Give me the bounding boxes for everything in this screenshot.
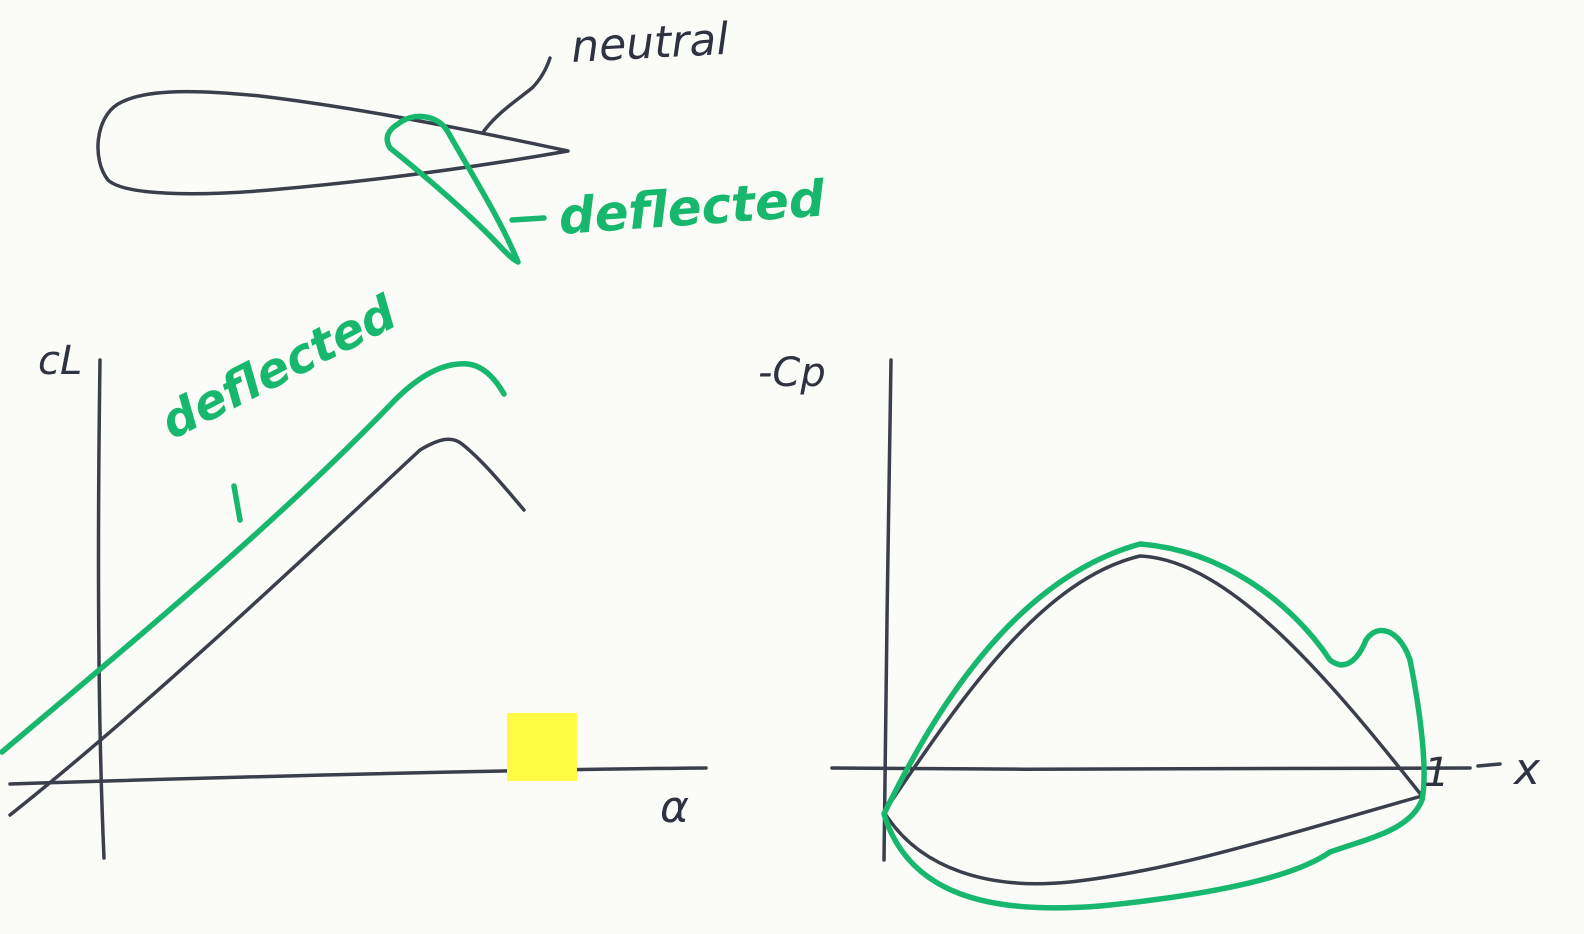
x-axis-dash: [1476, 762, 1502, 768]
highlight-marker: [507, 713, 577, 781]
x-axis-label: x: [1512, 744, 1541, 795]
alpha-axis-label: α: [660, 782, 689, 833]
neutral-cp-curve: [882, 554, 1424, 886]
alpha-axis-horizontal: [8, 766, 708, 786]
neutral-cl-curve: [8, 437, 526, 817]
neutral-leader-line: [482, 56, 552, 133]
airfoil-outline: [96, 89, 570, 196]
x-one-label: 1: [1424, 750, 1449, 796]
neutral-label: neutral: [570, 14, 731, 73]
airfoil-sketch: neutral deflected: [96, 14, 828, 265]
cp-axis-vertical: [882, 358, 893, 862]
deflected-cl-curve: [0, 361, 507, 755]
deflected-leader-line: [509, 215, 547, 223]
cp-distribution-plot: -Cp 1 x: [758, 350, 1541, 911]
cl-axis-label: cL: [38, 338, 82, 384]
cl-axis-vertical: [96, 358, 106, 860]
deflected-cp-curve: [881, 541, 1427, 911]
deflected-flap-outline: [384, 113, 521, 265]
cl-alpha-plot: cL α deflected: [0, 284, 708, 860]
x-axis-horizontal: [830, 766, 1472, 772]
deflected-label-top: deflected: [557, 169, 828, 246]
cp-axis-label: -Cp: [758, 350, 826, 396]
one-slope-mark: [231, 483, 243, 523]
